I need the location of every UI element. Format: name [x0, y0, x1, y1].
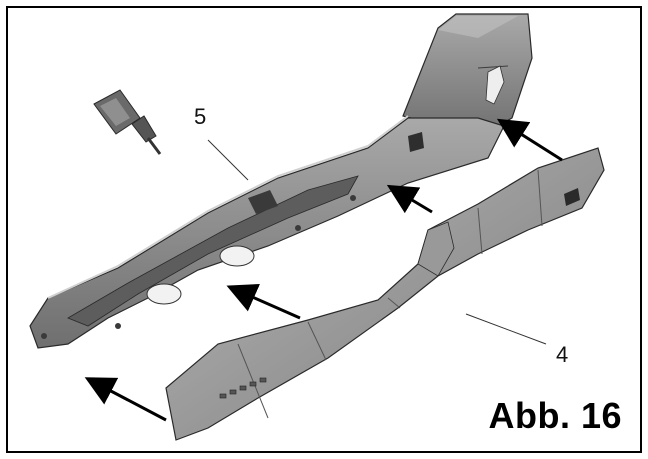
arrow-nose	[84, 377, 167, 422]
assembly-illustration	[29, 13, 605, 441]
callout-label-4: 4	[556, 342, 569, 367]
figure-frame: 5 4 Abb. 16	[6, 6, 642, 453]
fuselage-half-part-5	[29, 13, 533, 349]
callout-label-5: 5	[194, 104, 207, 129]
arrow-mid	[226, 283, 301, 320]
leader-line-4	[465, 313, 547, 345]
figure-label: Abb. 16	[488, 395, 622, 436]
arrow-rear	[386, 184, 433, 214]
glue-bottle-icon	[93, 89, 162, 155]
arrow-tail	[496, 118, 563, 162]
leader-line-5	[207, 139, 249, 181]
assembly-arrows	[84, 118, 563, 422]
fuselage-half-part-4	[165, 147, 605, 441]
